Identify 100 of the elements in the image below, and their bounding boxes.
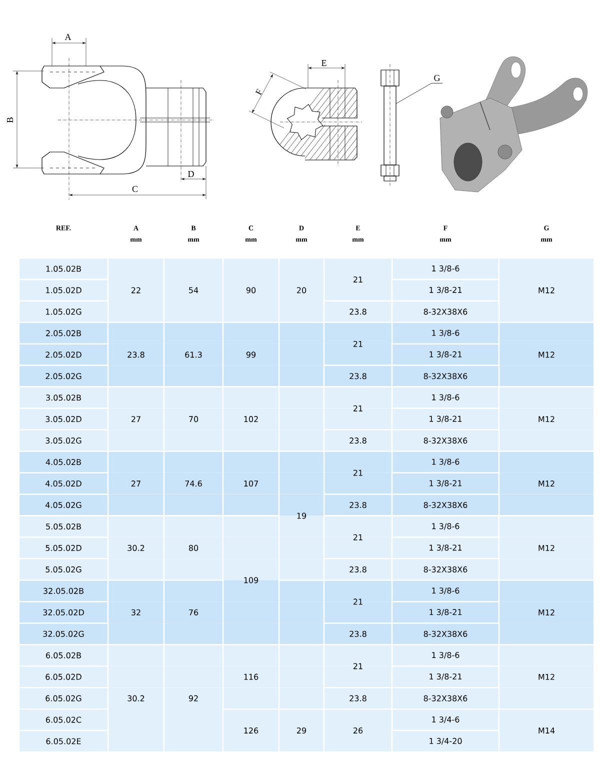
table-cell: 4.05.02G xyxy=(18,494,109,516)
table-cell: 3.05.02G xyxy=(18,429,109,452)
table-cell: 4.05.02B xyxy=(18,450,109,474)
table-cell: 76 xyxy=(163,580,224,646)
table-cell: 19 xyxy=(278,450,325,581)
table-cell: 2.05.02D xyxy=(18,343,109,366)
table-cell: 107 xyxy=(222,450,280,516)
table-cell: 20 xyxy=(278,257,325,324)
table-cell: 1 3/8-6 xyxy=(391,257,500,280)
table-cell: 90 xyxy=(222,257,280,324)
table-cell: 23.8 xyxy=(323,300,393,324)
table-cell: 74.6 xyxy=(163,450,224,516)
table-cell: 61.3 xyxy=(163,322,224,388)
table-cell: 1.05.02D xyxy=(18,278,109,302)
table-cell: 23.8 xyxy=(107,322,165,388)
callout-letter: G xyxy=(434,74,440,82)
table-cell: 1 3/8-6 xyxy=(391,580,500,602)
table-cell: 30.2 xyxy=(107,644,165,753)
table-cell: 21 xyxy=(323,386,393,430)
table-cell: 21 xyxy=(323,450,393,495)
table-cell: 1 3/4-6 xyxy=(391,708,500,732)
table-cell: 1 3/8-21 xyxy=(391,472,500,495)
table-cell: 21 xyxy=(323,515,393,560)
table-cell: 32.05.02D xyxy=(18,601,109,624)
table-cell: 29 xyxy=(278,708,325,753)
table-cell: 23.8 xyxy=(323,364,393,388)
table-cell: 1 3/8-6 xyxy=(391,515,500,538)
dimension-label: D xyxy=(188,171,194,177)
table-cell: 22 xyxy=(107,257,165,324)
table-cell: 8-32X38X6 xyxy=(391,622,500,646)
bolt-drawing xyxy=(380,64,400,186)
table-cell: 27 xyxy=(107,386,165,452)
table-cell: 5.05.02D xyxy=(18,536,109,560)
table-cell: 6.05.02B xyxy=(18,644,109,667)
table-cell: 26 xyxy=(323,708,393,753)
table-cell: 8-32X38X6 xyxy=(391,300,500,324)
table-cell: M12 xyxy=(498,257,595,324)
table-cell: M14 xyxy=(498,708,595,753)
dimension-label: E xyxy=(322,60,326,66)
table-cell: 54 xyxy=(163,257,224,324)
table-cell: 109 xyxy=(222,515,280,646)
table-cell: 1 3/8-6 xyxy=(391,322,500,345)
table-cell: 8-32X38X6 xyxy=(391,686,500,710)
dimension-label: A xyxy=(64,34,72,40)
table-cell: M12 xyxy=(498,386,595,452)
table-cell: 23.8 xyxy=(323,429,393,452)
table-cell: 32.05.02G xyxy=(18,622,109,646)
table-cell: 1.05.02G xyxy=(18,300,109,324)
table-cell: 6.05.02D xyxy=(18,666,109,688)
table-cell: 30.2 xyxy=(107,515,165,581)
table-cell: 21 xyxy=(323,580,393,624)
table-cell: 1 3/8-6 xyxy=(391,386,500,409)
table-cell: 21 xyxy=(323,257,393,302)
leader-line xyxy=(396,83,443,104)
table-cell: 21 xyxy=(323,644,393,688)
table-cell: 1 3/4-20 xyxy=(391,730,500,753)
table-cell: M12 xyxy=(498,644,595,710)
table-cell: 3.05.02B xyxy=(18,386,109,409)
table-cell: 3.05.02D xyxy=(18,408,109,430)
table-cell: 99 xyxy=(222,322,280,388)
table-cell: 1 3/8-21 xyxy=(391,408,500,430)
table-cell: 8-32X38X6 xyxy=(391,429,500,452)
table-cell: 1 3/8-21 xyxy=(391,666,500,688)
table-cell: 6.05.02G xyxy=(18,686,109,710)
table-cell: 23.8 xyxy=(323,686,393,710)
table-cell: 8-32X38X6 xyxy=(391,494,500,516)
table-cell: 1 3/8-6 xyxy=(391,644,500,667)
table-cell: M12 xyxy=(498,515,595,581)
table-cell: 8-32X38X6 xyxy=(391,558,500,581)
table-cell: 32.05.02B xyxy=(18,580,109,602)
table-cell: 23.8 xyxy=(323,622,393,646)
table-cell: M12 xyxy=(498,322,595,388)
table-cell: 6.05.02C xyxy=(18,708,109,732)
table-cell: 8-32X38X6 xyxy=(391,364,500,388)
table-cell: 6.05.02E xyxy=(18,730,109,753)
table-cell: 70 xyxy=(163,386,224,452)
table-cell: 102 xyxy=(222,386,280,452)
table-cell: M12 xyxy=(498,580,595,646)
table-cell: 4.05.02D xyxy=(18,472,109,495)
table-cell: 92 xyxy=(163,644,224,753)
table-cell: 1 3/8-6 xyxy=(391,450,500,474)
table-cell: M12 xyxy=(498,450,595,516)
table-cell: 1.05.02B xyxy=(18,257,109,280)
table-cell: 1 3/8-21 xyxy=(391,601,500,624)
dimension-label: F xyxy=(255,88,262,96)
table-cell: 27 xyxy=(107,450,165,516)
table-cell: 2.05.02G xyxy=(18,364,109,388)
dimension-label: C xyxy=(132,186,138,192)
dimension-label: B xyxy=(7,117,13,123)
table-cell: 5.05.02B xyxy=(18,515,109,538)
table-cell: 2.05.02B xyxy=(18,322,109,345)
table-cell: 1 3/8-21 xyxy=(391,278,500,302)
table-cell: 23.8 xyxy=(323,558,393,581)
table-cell: 80 xyxy=(163,515,224,581)
table-cell: 32 xyxy=(107,580,165,646)
table-cell: 1 3/8-21 xyxy=(391,343,500,366)
table-cell: 116 xyxy=(222,644,280,710)
table-cell: 5.05.02G xyxy=(18,558,109,581)
table-cell: 23.8 xyxy=(323,494,393,516)
table-cell: 1 3/8-21 xyxy=(391,536,500,560)
